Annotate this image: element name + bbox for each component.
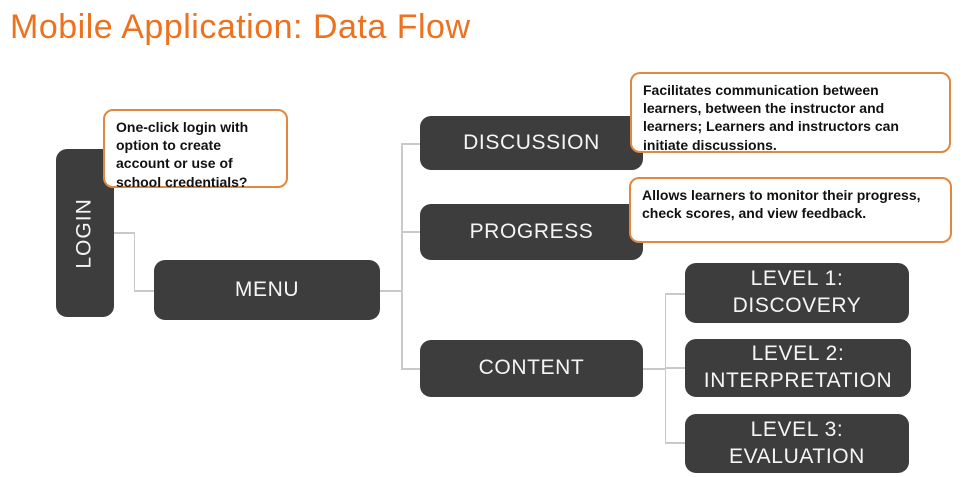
node-level2-label: LEVEL 2: INTERPRETATION [703, 342, 893, 392]
connector-trunk-level2 [665, 367, 686, 369]
callout-login-note-text: One-click login with option to create ac… [116, 119, 249, 190]
callout-progress-note-text: Allows learners to monitor their progres… [642, 187, 921, 222]
connector-trunk-level1 [665, 293, 686, 295]
node-level3-label: LEVEL 3: EVALUATION [729, 417, 865, 468]
node-level1-label: LEVEL 1: DISCOVERY [732, 267, 862, 317]
connector-trunk-content [401, 368, 421, 370]
connector-menu-trunk [378, 290, 402, 292]
callout-login-note: One-click login with option to create ac… [103, 109, 288, 190]
connector-trunk-progress [401, 231, 421, 233]
node-login-label: LOGIN [72, 197, 96, 269]
callout-progress-note: Allows learners to monitor their progres… [629, 177, 952, 243]
page-title: Mobile Application: Data Flow [10, 8, 471, 46]
node-discussion: DISCUSSION [420, 116, 643, 170]
node-content: CONTENT [420, 340, 643, 397]
connector-login-elbow-vertical [133, 232, 135, 291]
node-progress: PROGRESS [420, 204, 643, 260]
callout-discussion-note-text: Facilitates communication between learne… [643, 82, 899, 153]
node-level1-discovery: LEVEL 1: DISCOVERY [685, 263, 909, 323]
callout-discussion-note: Facilitates communication between learne… [630, 72, 951, 153]
connector-login-menu [134, 290, 156, 292]
node-level2-interpretation: LEVEL 2: INTERPRETATION [685, 339, 911, 397]
connector-menu-branch-trunk [401, 143, 403, 369]
connector-content-trunk [642, 368, 666, 370]
node-progress-label: PROGRESS [469, 219, 594, 243]
node-menu: MENU [154, 260, 380, 320]
connector-login-elbow-top [113, 232, 135, 234]
node-content-label: CONTENT [478, 356, 585, 380]
connector-trunk-discussion [401, 143, 421, 145]
node-level3-evaluation: LEVEL 3: EVALUATION [685, 414, 909, 473]
connector-trunk-level3 [665, 442, 686, 444]
node-discussion-label: DISCUSSION [463, 130, 600, 154]
node-menu-label: MENU [234, 277, 300, 301]
